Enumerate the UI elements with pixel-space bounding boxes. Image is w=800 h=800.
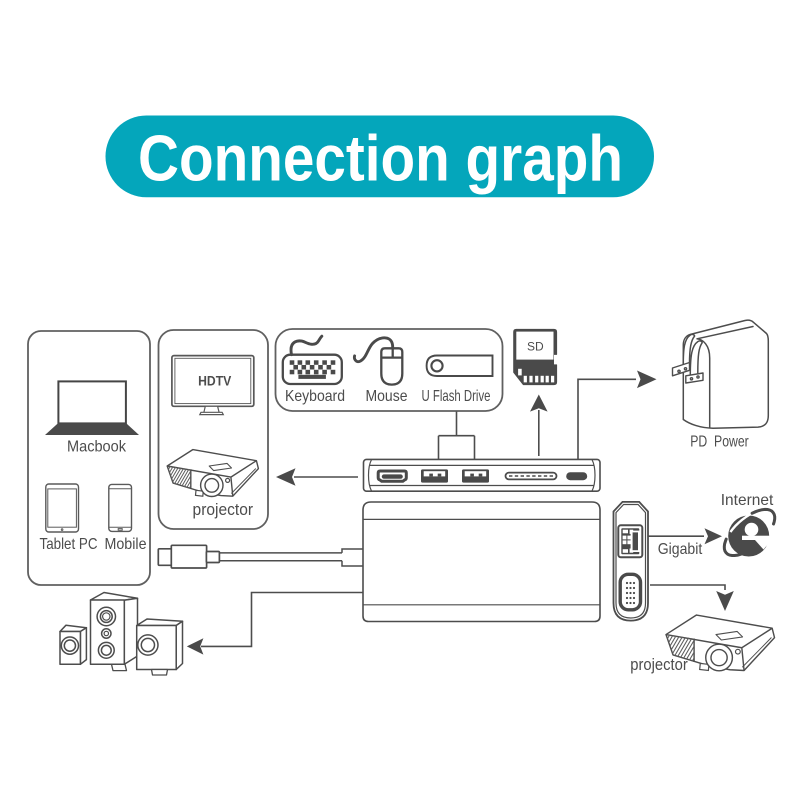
- svg-text:HDTV: HDTV: [198, 373, 232, 389]
- svg-text:Mobile: Mobile: [105, 536, 147, 553]
- svg-text:Connection graph: Connection graph: [138, 122, 623, 195]
- svg-text:Macbook: Macbook: [67, 439, 127, 456]
- svg-text:Keyboard: Keyboard: [285, 388, 345, 405]
- svg-text:Internet: Internet: [721, 492, 774, 509]
- svg-text:SD: SD: [527, 340, 544, 354]
- svg-text:PD Power: PD Power: [690, 434, 749, 451]
- svg-text:U Flash Drive: U Flash Drive: [422, 388, 491, 405]
- svg-text:Mouse: Mouse: [366, 388, 408, 405]
- svg-text:Gigabit: Gigabit: [658, 541, 703, 558]
- svg-text:projector: projector: [630, 656, 688, 674]
- svg-text:projector: projector: [193, 501, 254, 519]
- svg-text:Tablet PC: Tablet PC: [40, 536, 98, 553]
